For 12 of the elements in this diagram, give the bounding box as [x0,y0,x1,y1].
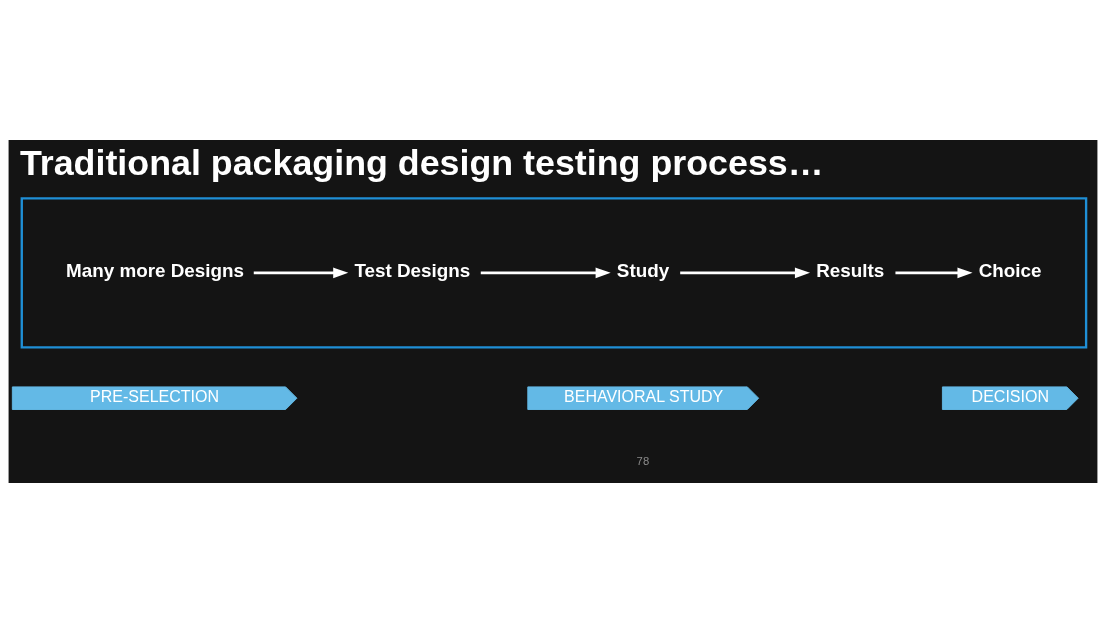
diagram-title: Traditional packaging design testing process… [19,143,824,184]
arrow [480,267,611,279]
arrow [253,267,349,279]
node-text: Choice [978,259,1042,281]
cluster [20,197,1088,349]
node-text: Test Designs [354,259,471,281]
arrow [680,267,811,279]
node-text: Study [616,259,670,281]
arrow [895,267,973,279]
node-text: Many more Designs [66,259,244,281]
label: 78 [636,455,650,468]
node-text: Results [816,259,885,281]
